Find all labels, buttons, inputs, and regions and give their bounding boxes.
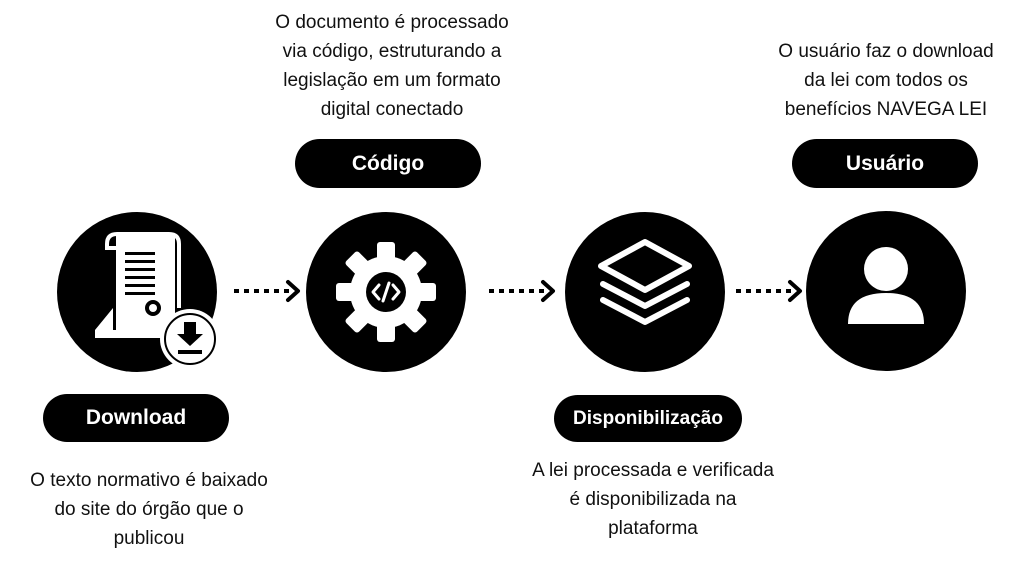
step-download-description: O texto normativo é baixado do site do ó… [30,470,268,549]
dotted-arrow-icon [234,280,300,302]
step-disponibilizacao-circle [565,212,725,372]
gear-code-icon [336,242,436,342]
step-download-circle [57,212,217,372]
step-codigo-description: O documento é processado via código, est… [275,12,509,120]
step-disponibilizacao-description: A lei processada e verificada é disponib… [532,460,774,539]
step-usuario-label: Usuário [792,139,978,188]
layers-icon [598,239,692,325]
step-usuario-circle [806,211,966,371]
dotted-arrow-icon [489,280,555,302]
dotted-arrow-icon [736,280,802,302]
step-download-label: Download [43,394,229,442]
step-usuario-description: O usuário faz o download da lei com todo… [778,41,994,120]
step-codigo-circle [306,212,466,372]
step-codigo-label: Código [295,139,481,188]
user-icon [848,247,924,324]
document-download-icon [95,232,217,369]
step-disponibilizacao-label: Disponibilização [554,395,742,442]
